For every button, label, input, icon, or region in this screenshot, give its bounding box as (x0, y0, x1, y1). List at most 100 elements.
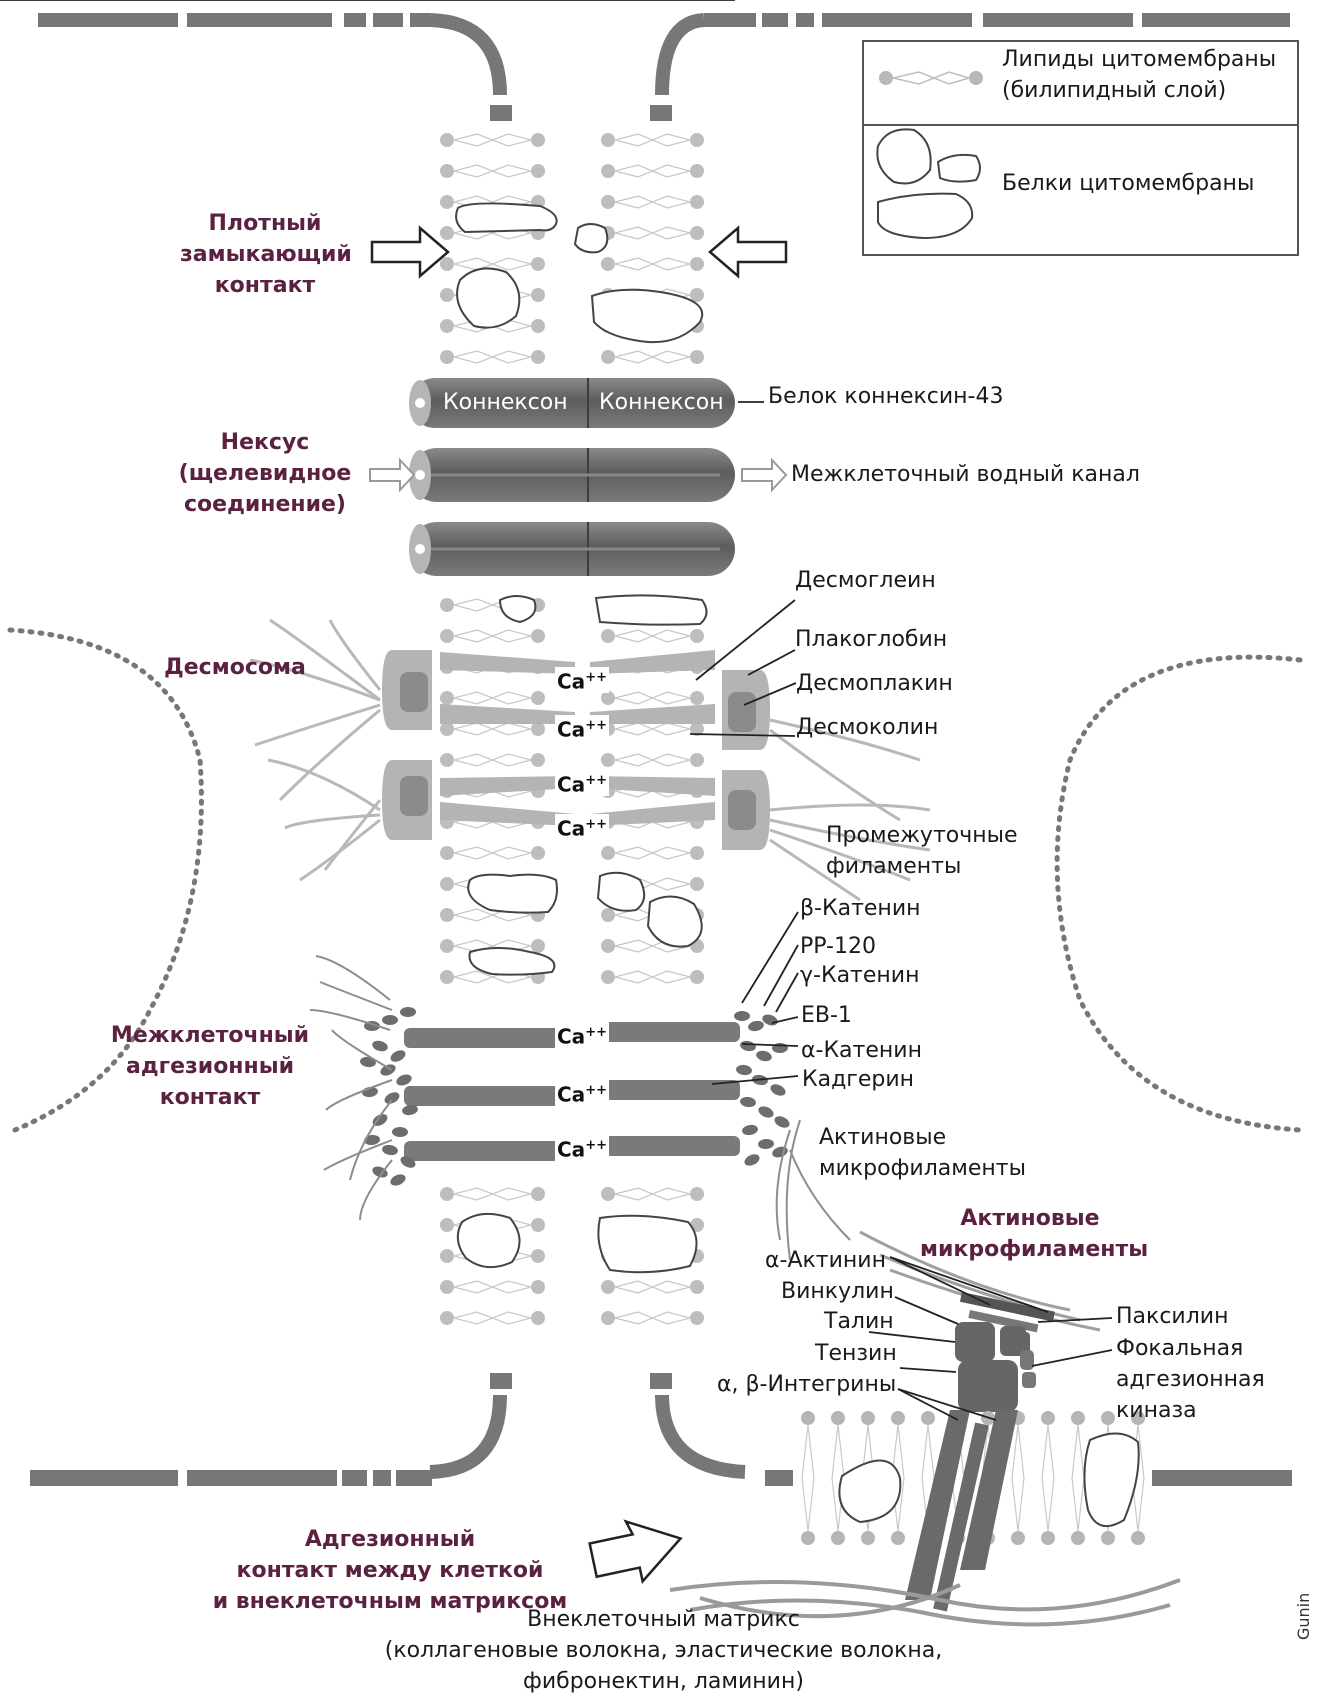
lipid-pair (601, 133, 704, 147)
pp120-label: PP-120 (800, 931, 876, 962)
connexon-label-right: Коннексон (599, 388, 724, 418)
bottom-left-curve (430, 1395, 500, 1472)
tight-junction-title: Плотный замыкающий контакт (180, 208, 350, 301)
lipid-pair (440, 753, 545, 767)
catenin-bead (739, 1096, 756, 1108)
lipid-pair (440, 133, 545, 147)
catenin-bead (400, 1007, 416, 1018)
lipid-pair (601, 1187, 704, 1201)
catenin-bead (739, 1039, 757, 1052)
calcium-ion: Ca++ (555, 1080, 609, 1106)
calcium-ion: Ca++ (555, 715, 609, 741)
desmosome-title: Десмосома (150, 652, 320, 683)
plakoglobin-label: Плакоглобин (795, 624, 947, 655)
catenin-bead (383, 1090, 402, 1106)
legend-icons (864, 42, 984, 252)
lipid-pair (440, 164, 545, 178)
lipid-pair (440, 722, 545, 736)
legend-proteins-label: Белки цитомембраны (1002, 168, 1254, 199)
lipid-pair (440, 629, 545, 643)
catenin-bead (758, 1138, 775, 1149)
paxillin-label: Паксилин (1116, 1301, 1228, 1332)
catenin-bead (743, 1152, 762, 1168)
catenin-bead (734, 1011, 750, 1021)
lipid-pair (601, 1280, 704, 1294)
tight-junction-right-arrow (710, 228, 786, 276)
lipid-pair (601, 846, 704, 860)
legend: Липиды цитомембраны (билипидный слой) Бе… (862, 40, 1299, 256)
talin-label: Талин (824, 1306, 894, 1337)
integrins-label: α, β-Интегрины (717, 1369, 896, 1400)
catenin-bead (359, 1056, 376, 1068)
lipid-pair (601, 1311, 704, 1325)
water-channel-label: Межклеточный водный канал (791, 459, 1140, 490)
calcium-ion: Ca++ (555, 1022, 609, 1048)
gamma-catenin-label: γ-Катенин (800, 960, 919, 991)
eb1-label: EB-1 (801, 1000, 852, 1031)
adherens-junction-title: Межклеточный адгезионный контакт (100, 1020, 320, 1113)
desmoplakin-label: Десмоплакин (796, 668, 953, 699)
catenin-bead (771, 1145, 789, 1159)
catenin-bead (741, 1124, 758, 1137)
catenin-bead (773, 1114, 792, 1130)
lipid-pair (440, 691, 545, 705)
lipid-legend-icon (879, 71, 983, 85)
calcium-ion: Ca++ (555, 770, 609, 796)
intermediate-filaments-label: Промежуточные филаменты (826, 820, 1018, 882)
catenin-bead (769, 1082, 788, 1098)
lipid-pair (601, 691, 704, 705)
alpha-catenin-label: α-Катенин (801, 1035, 922, 1066)
tight-junction-left-arrow (372, 228, 448, 276)
catenin-bead (389, 1048, 408, 1064)
connexon-label-left: Коннексон (443, 388, 568, 418)
vinculin-label: Винкулин (781, 1276, 894, 1307)
catenin-bead (747, 1019, 765, 1032)
protein-legend-icon (877, 129, 980, 238)
catenin-bead (755, 1049, 773, 1063)
lipid-pair (601, 350, 704, 364)
beta-catenin-label: β-Катенин (800, 893, 921, 924)
actin-microfilaments-label: Актиновые микрофиламенты (819, 1122, 1026, 1184)
legend-lipids-label: Липиды цитомембраны (билипидный слой) (1002, 44, 1276, 106)
top-right-curve (662, 20, 704, 95)
tensin-label: Тензин (815, 1338, 897, 1369)
calcium-ion: Ca++ (555, 667, 609, 693)
matrix-contact-arrow (587, 1511, 688, 1590)
alpha-actinin-label: α-Актинин (765, 1245, 886, 1276)
focal-adhesion (670, 1232, 1180, 1624)
nexus-title: Нексус (щелевидное соединение) (170, 427, 360, 520)
cadherin-label: Кадгерин (802, 1064, 914, 1095)
legend-divider (864, 124, 1297, 126)
bottom-right-curve (662, 1395, 745, 1472)
extracellular-matrix-label: Внеклеточный матрикс (коллагеновые волок… (0, 1604, 1327, 1697)
author-credit: Gunin (1294, 1593, 1313, 1640)
lipid-pair (440, 1311, 545, 1325)
catenin-bead (392, 1127, 408, 1138)
right-cell-outline (1057, 657, 1300, 1130)
catenin-bead (757, 1104, 776, 1120)
water-channel-right-arrow (742, 460, 786, 490)
catenin-bead (382, 1015, 398, 1025)
lipid-pair (440, 846, 545, 860)
catenin-bead (389, 1172, 408, 1188)
actin-filaments-left (310, 956, 392, 1220)
actin-microfilaments-title: Актиновые микрофиламенты (920, 1203, 1140, 1265)
top-left-curve (430, 20, 500, 95)
lipid-pair (601, 195, 704, 209)
lipid-pair (601, 970, 704, 984)
lipid-pair (440, 350, 545, 364)
catenin-bead (735, 1064, 752, 1076)
lipid-pair (440, 1187, 545, 1201)
desmocollin-label: Десмоколин (796, 712, 938, 743)
focal-adhesion-kinase-label: Фокальная адгезионная киназа (1116, 1333, 1265, 1426)
desmoglein-label: Десмоглеин (795, 565, 936, 596)
calcium-ion: Ca++ (555, 1135, 609, 1161)
water-channel-left-arrow (370, 460, 414, 490)
lipid-pair (601, 164, 704, 178)
catenin-bead (371, 1039, 389, 1053)
catenin-bead (395, 1072, 414, 1087)
lipid-pair (601, 753, 704, 767)
lipid-pair (601, 257, 704, 271)
lipid-pair (440, 1280, 545, 1294)
